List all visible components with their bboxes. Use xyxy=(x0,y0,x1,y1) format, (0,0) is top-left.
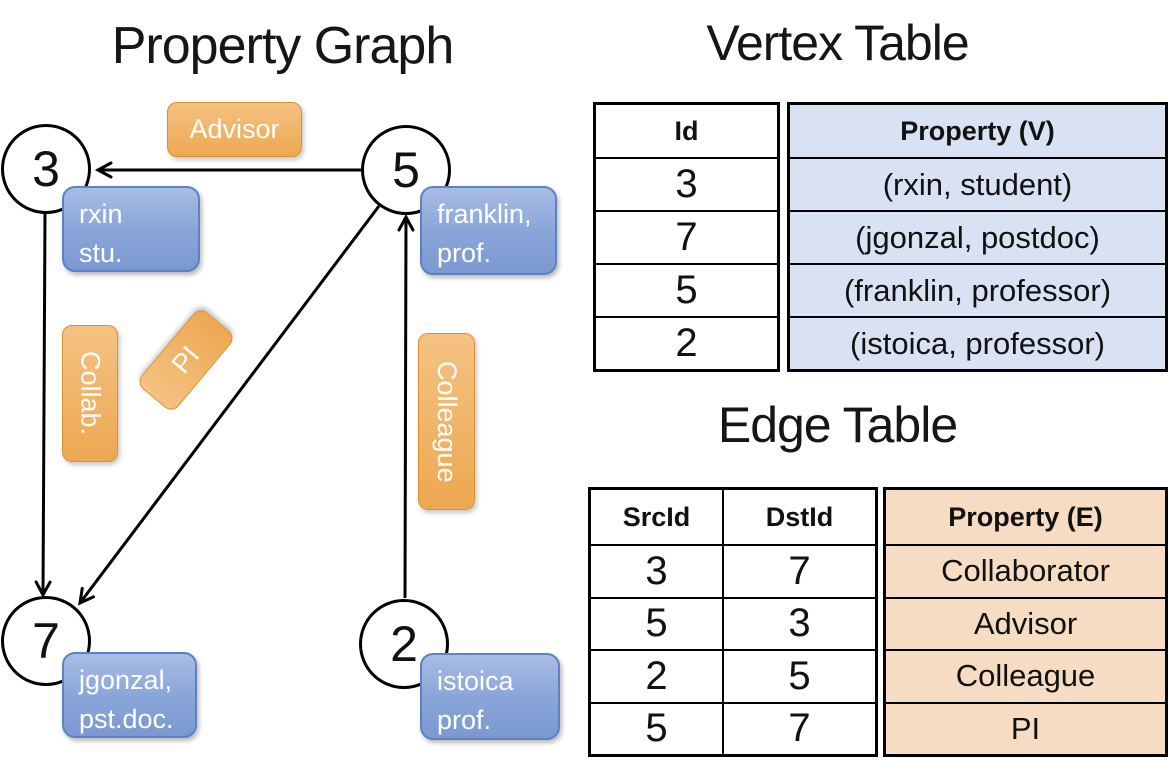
edge-line-collab xyxy=(34,213,52,599)
table-cell: 5 xyxy=(596,263,777,316)
table-cell: (jgonzal, postdoc) xyxy=(790,210,1165,263)
graph-edges xyxy=(34,161,415,606)
edge-label-collab: Collab. xyxy=(62,325,118,462)
edge-table-id-columns: SrcId DstId 3 7 5 3 2 5 5 7 xyxy=(588,487,878,757)
vertex-table-property-column: Property (V) (rxin, student) (jgonzal, p… xyxy=(787,102,1168,372)
column-header-property-e: Property (E) xyxy=(948,501,1103,532)
table-cell: 3 xyxy=(596,157,777,210)
column-header-property-v: Property (V) xyxy=(900,115,1055,146)
vertex-table-title: Vertex Table xyxy=(706,15,969,71)
edge-table-title: Edge Table xyxy=(717,397,958,453)
property-line: istoica xyxy=(437,666,514,696)
edge-line-colleague xyxy=(397,213,415,599)
table-cell: 2 xyxy=(591,649,724,702)
vertex-node-2: 2 xyxy=(359,599,449,689)
edge-table-property-column: Property (E) Collaborator Advisor Collea… xyxy=(883,487,1168,757)
vertex-id-label: 2 xyxy=(390,616,418,672)
property-line: franklin, xyxy=(437,199,532,229)
table-cell: 7 xyxy=(724,544,875,597)
vertex-property-badge-5: franklin, prof. xyxy=(420,186,557,275)
vertex-property-badge-3: rxin stu. xyxy=(62,186,200,272)
vertex-id-label: 5 xyxy=(392,142,420,198)
property-line: pst.doc. xyxy=(79,704,174,735)
table-cell: PI xyxy=(886,701,1165,755)
vertex-id-label: 3 xyxy=(32,141,60,197)
edge-label-colleague: Colleague xyxy=(418,333,475,510)
table-cell: 7 xyxy=(596,210,777,263)
vertex-property-badge-2: istoica prof. xyxy=(420,653,560,740)
property-line: rxin xyxy=(79,199,123,229)
table-cell: (istoica, professor) xyxy=(790,316,1165,369)
property-line: prof. xyxy=(437,238,492,269)
table-cell: 2 xyxy=(596,316,777,369)
table-cell: (franklin, professor) xyxy=(790,263,1165,316)
table-cell: 5 xyxy=(591,596,724,649)
vertex-table-id-column: Id 3 7 5 2 xyxy=(593,102,780,372)
edge-line-pi xyxy=(78,205,381,606)
vertex-node-5: 5 xyxy=(361,125,451,215)
table-cell: 3 xyxy=(724,596,875,650)
property-graph-title: Property Graph xyxy=(111,17,455,75)
property-line: stu. xyxy=(79,238,123,269)
table-cell: Collaborator xyxy=(886,544,1165,597)
table-cell: (rxin, student) xyxy=(790,157,1165,210)
property-line: prof. xyxy=(437,705,492,736)
table-cell: 5 xyxy=(591,701,724,754)
table-cell: 3 xyxy=(591,544,724,597)
column-header-srcid: SrcId xyxy=(591,490,724,544)
vertex-id-label: 7 xyxy=(32,613,60,669)
table-cell: 5 xyxy=(724,649,875,702)
column-header-dstid: DstId xyxy=(765,501,834,532)
table-cell: Advisor xyxy=(886,596,1165,650)
table-cell: 7 xyxy=(724,701,875,755)
vertex-property-badge-7: jgonzal, pst.doc. xyxy=(62,652,197,738)
column-header-id: Id xyxy=(674,115,699,146)
edge-label-advisor: Advisor xyxy=(167,102,302,157)
table-cell: Colleague xyxy=(886,649,1165,702)
property-line: jgonzal, xyxy=(79,665,173,695)
